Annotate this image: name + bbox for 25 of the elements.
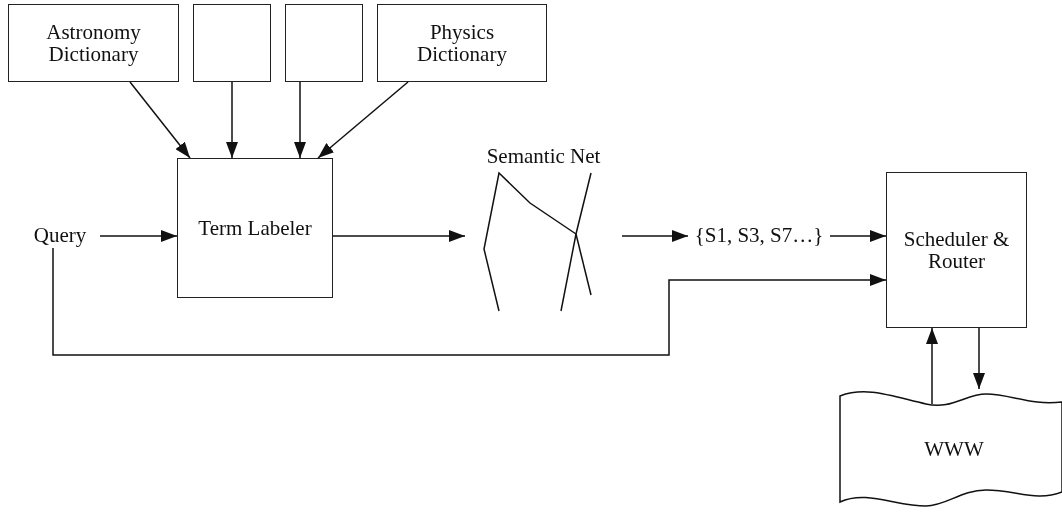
arrow	[829, 230, 887, 242]
set-label: {S1, S3, S7…}	[688, 222, 830, 248]
empty-box	[193, 4, 271, 82]
arrow	[99, 230, 178, 242]
process-box	[377, 4, 547, 82]
arrow	[973, 327, 985, 390]
arrow	[294, 81, 306, 159]
box-label: Physics Dictionary	[416, 20, 508, 66]
box-label: Scheduler & Router	[902, 227, 1011, 273]
arrow	[129, 81, 191, 159]
empty-box	[285, 4, 363, 82]
arrow	[332, 230, 466, 242]
process-box	[886, 172, 1027, 328]
box-label: Term Labeler	[197, 216, 313, 239]
input-label: Query	[20, 222, 100, 248]
box-label: Astronomy Dictionary	[45, 20, 142, 66]
net-heading: Semantic Net	[486, 145, 601, 168]
arrow	[52, 247, 887, 356]
box-label: WWW	[923, 437, 984, 460]
arrow	[926, 327, 938, 405]
process-box	[177, 158, 333, 298]
arrow	[621, 230, 689, 242]
arrow	[317, 81, 409, 159]
process-box	[8, 4, 179, 82]
arrow	[226, 81, 238, 159]
